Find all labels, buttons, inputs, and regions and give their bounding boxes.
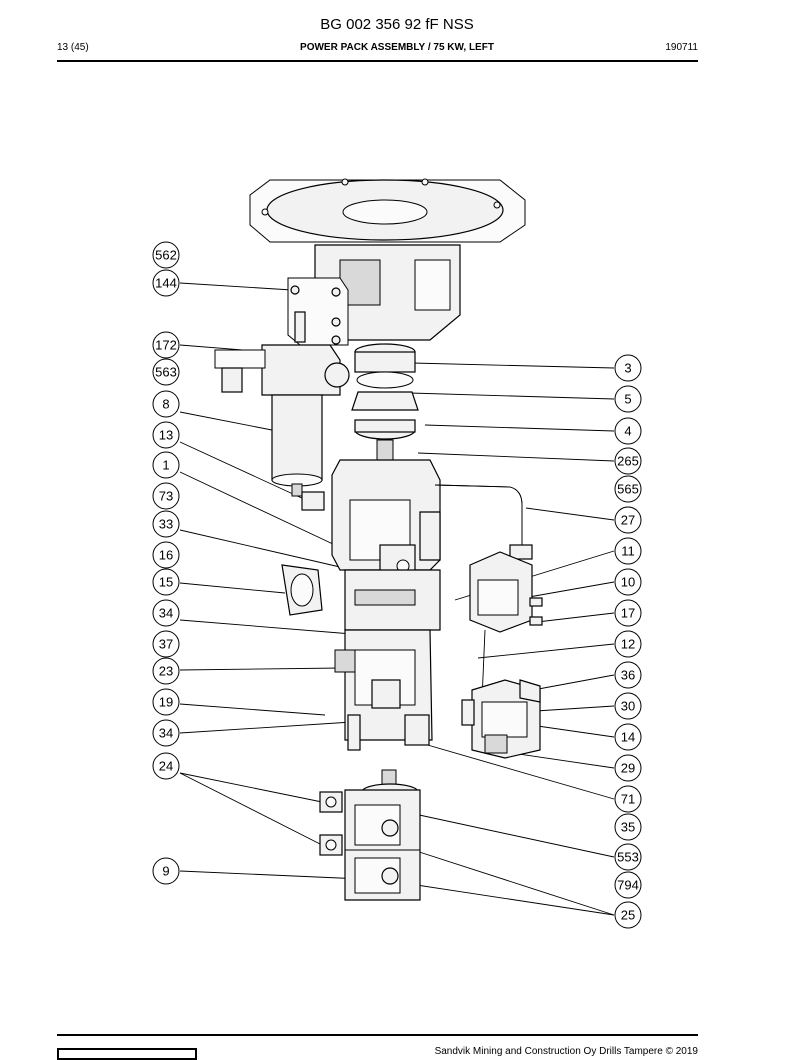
- svg-text:27: 27: [621, 513, 635, 528]
- callout-36: 36: [614, 661, 642, 689]
- callout-23: 23: [152, 657, 180, 685]
- callout-19: 19: [152, 688, 180, 716]
- callout-3: 3: [614, 354, 642, 382]
- svg-text:29: 29: [621, 761, 635, 776]
- svg-text:19: 19: [159, 695, 173, 710]
- svg-text:24: 24: [159, 759, 173, 774]
- svg-text:5: 5: [624, 392, 631, 407]
- svg-text:13: 13: [159, 428, 173, 443]
- callout-10: 10: [614, 568, 642, 596]
- callout-71: 71: [614, 785, 642, 813]
- callout-35: 35: [614, 813, 642, 841]
- coupling: [351, 343, 419, 461]
- svg-text:144: 144: [155, 276, 177, 291]
- callout-553: 553: [614, 843, 642, 871]
- callout-17: 17: [614, 599, 642, 627]
- svg-text:265: 265: [617, 454, 639, 469]
- svg-text:73: 73: [159, 489, 173, 504]
- callout-565: 565: [614, 475, 642, 503]
- callout-29: 29: [614, 754, 642, 782]
- svg-text:35: 35: [621, 820, 635, 835]
- svg-text:23: 23: [159, 664, 173, 679]
- callout-5: 5: [614, 385, 642, 413]
- svg-text:794: 794: [617, 878, 639, 893]
- page-number: 13 (45): [57, 42, 89, 53]
- svg-text:553: 553: [617, 850, 639, 865]
- callout-4: 4: [614, 417, 642, 445]
- section-title: POWER PACK ASSEMBLY / 75 KW, LEFT: [300, 42, 494, 53]
- svg-text:34: 34: [159, 726, 173, 741]
- svg-text:17: 17: [621, 606, 635, 621]
- motor-flange: [249, 178, 526, 341]
- svg-text:33: 33: [159, 517, 173, 532]
- svg-text:563: 563: [155, 365, 177, 380]
- main-pump: [331, 459, 441, 751]
- callout-144: 144: [152, 269, 180, 297]
- svg-text:15: 15: [159, 575, 173, 590]
- svg-text:71: 71: [621, 792, 635, 807]
- footer-copyright: Sandvik Mining and Construction Oy Drill…: [434, 1046, 698, 1057]
- svg-text:4: 4: [624, 424, 631, 439]
- callout-265: 265: [614, 447, 642, 475]
- svg-text:25: 25: [621, 908, 635, 923]
- callout-37: 37: [152, 630, 180, 658]
- callout-9: 9: [152, 857, 180, 885]
- callout-30: 30: [614, 692, 642, 720]
- callout-16: 16: [152, 541, 180, 569]
- svg-text:30: 30: [621, 699, 635, 714]
- lower-valve: [461, 679, 541, 759]
- filter-assembly: [214, 277, 350, 511]
- svg-text:14: 14: [621, 730, 635, 745]
- svg-text:562: 562: [155, 248, 177, 263]
- pump-flange: [281, 564, 323, 616]
- callout-12: 12: [614, 630, 642, 658]
- callout-172: 172: [152, 331, 180, 359]
- callout-34: 34: [152, 599, 180, 627]
- svg-text:8: 8: [162, 397, 169, 412]
- callout-11: 11: [614, 537, 642, 565]
- svg-text:9: 9: [162, 864, 169, 879]
- callout-25: 25: [614, 901, 642, 929]
- svg-text:12: 12: [621, 637, 635, 652]
- header-rule: [57, 60, 698, 62]
- callout-563: 563: [152, 358, 180, 386]
- callout-794: 794: [614, 871, 642, 899]
- svg-text:1: 1: [162, 458, 169, 473]
- document-title: BG 002 356 92 fF NSS: [320, 16, 474, 33]
- callout-15: 15: [152, 568, 180, 596]
- document-date: 190711: [665, 42, 698, 53]
- callout-562: 562: [152, 241, 180, 269]
- svg-text:3: 3: [624, 361, 631, 376]
- sandvik-logo: [57, 1048, 197, 1060]
- svg-text:11: 11: [621, 544, 635, 559]
- callout-27: 27: [614, 506, 642, 534]
- callout-13: 13: [152, 421, 180, 449]
- callout-34b: 34: [152, 719, 180, 747]
- callout-14: 14: [614, 723, 642, 751]
- svg-text:10: 10: [621, 575, 635, 590]
- valve-block: [469, 551, 543, 701]
- footer-rule: [57, 1034, 698, 1036]
- svg-text:34: 34: [159, 606, 173, 621]
- svg-text:37: 37: [159, 637, 173, 652]
- hydraulic-pipe: [434, 484, 533, 560]
- svg-text:36: 36: [621, 668, 635, 683]
- callout-24: 24: [152, 752, 180, 780]
- callout-8: 8: [152, 390, 180, 418]
- callout-73: 73: [152, 482, 180, 510]
- svg-text:16: 16: [159, 548, 173, 563]
- svg-text:565: 565: [617, 482, 639, 497]
- gear-pump: [319, 769, 421, 901]
- svg-text:172: 172: [155, 338, 177, 353]
- callout-1: 1: [152, 451, 180, 479]
- callout-33: 33: [152, 510, 180, 538]
